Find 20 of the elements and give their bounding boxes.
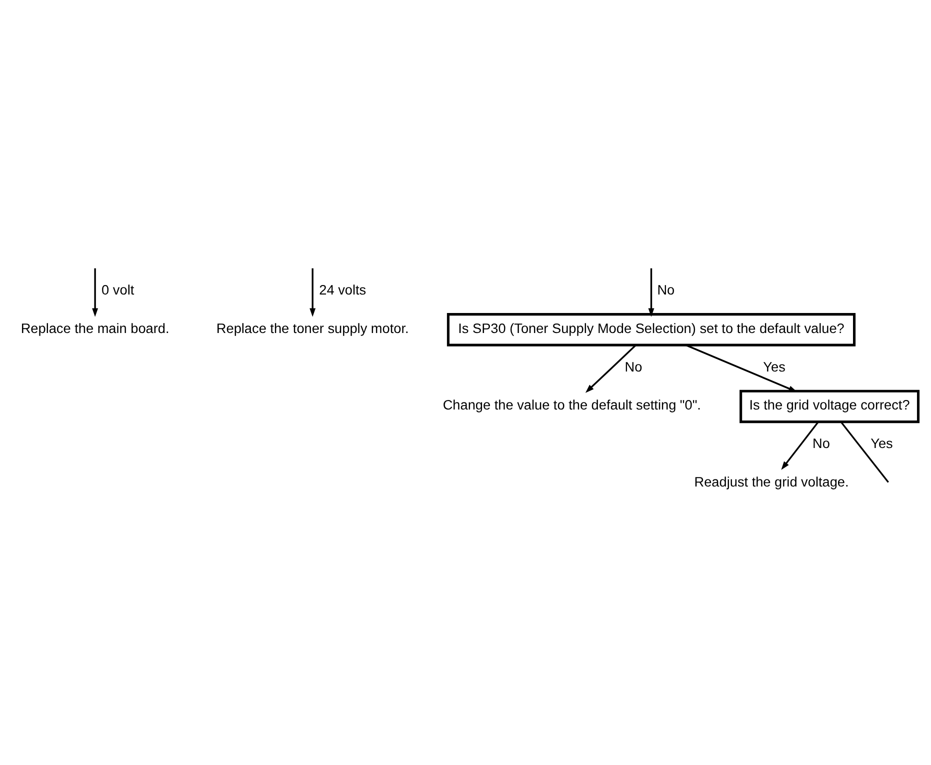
arrow <box>686 344 798 392</box>
arrow <box>585 344 636 392</box>
arrow <box>310 268 316 316</box>
arrow <box>781 421 819 470</box>
node-text: Change the value to the default setting "0". <box>442 397 701 412</box>
edge-label: No <box>624 358 642 374</box>
arrow <box>648 268 654 316</box>
edge-label: No <box>657 282 675 298</box>
node-box: Is the grid voltage correct? <box>740 389 920 423</box>
edge-label: Yes <box>870 436 893 451</box>
node-text: Replace the toner supply motor. <box>216 320 409 336</box>
connector <box>840 421 889 482</box>
edge-label: Yes <box>763 358 786 374</box>
arrow <box>92 268 98 316</box>
edge-label: 0 volt <box>102 282 134 298</box>
node-text: Replace the main board. <box>20 320 170 336</box>
edge-label: 24 volts <box>319 282 366 298</box>
node-box: Is SP30 (Toner Supply Mode Selection) set to the default value? <box>446 312 856 346</box>
node-text: Readjust the grid voltage. <box>694 474 849 489</box>
edge-label: No <box>812 436 830 451</box>
